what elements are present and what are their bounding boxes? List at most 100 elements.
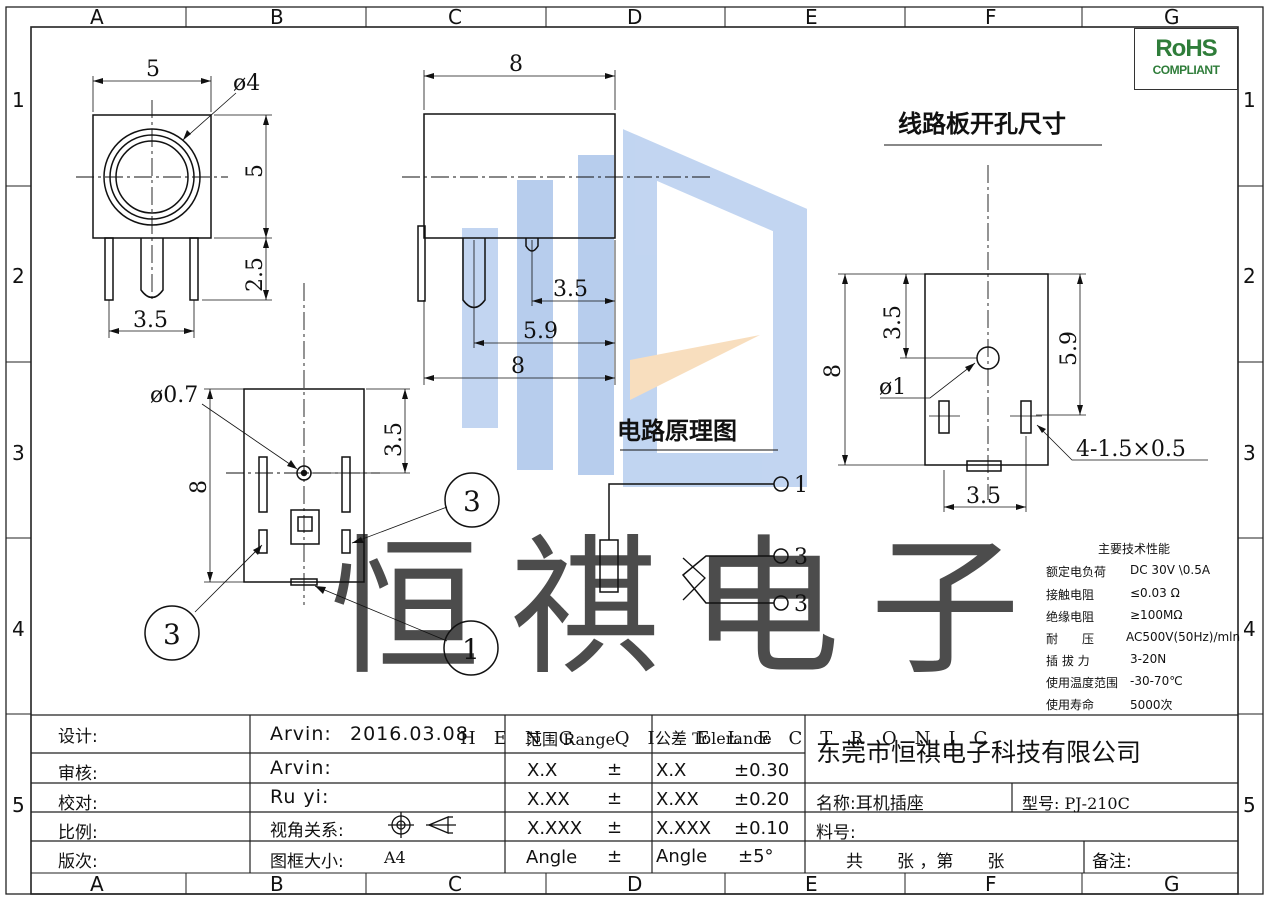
model-number: 型号: PJ-210C — [1022, 794, 1130, 813]
svg-text:G: G — [1164, 872, 1180, 896]
dim-pcb-hole: ø1 — [879, 375, 906, 400]
company-name: 东莞市恒祺电子科技有限公司 — [816, 738, 1142, 767]
check-name: Ru yi: — [270, 786, 330, 808]
dim-pcb-b: 5.9 — [1057, 331, 1082, 366]
spec-key: 耐 压 — [1046, 632, 1095, 646]
tol-value: ±0.20 — [734, 789, 790, 810]
label-design: 设计: — [58, 727, 98, 747]
dim-side-c: 8 — [511, 354, 525, 379]
svg-text:1: 1 — [12, 88, 25, 112]
range-cell: X.XX — [527, 789, 570, 810]
remark-label: 备注: — [1092, 852, 1132, 872]
tol-value: ±5° — [738, 846, 774, 867]
part-name: 名称:耳机插座 — [816, 794, 924, 814]
circuit-pin-1: 1 — [794, 473, 808, 498]
svg-text:F: F — [985, 5, 997, 29]
dim-bottom-h: 8 — [187, 480, 212, 494]
tol-cell: Angle — [656, 846, 708, 867]
range-cell: X.X — [527, 760, 558, 781]
range-sign: ± — [607, 788, 623, 809]
watermark-logo — [462, 129, 807, 487]
tol-cell: X.X — [656, 760, 687, 781]
dim-pin-pitch: 3.5 — [133, 308, 168, 333]
spec-key: 使用温度范围 — [1046, 676, 1119, 690]
rohs-subtitle: COMPLIANT — [1152, 63, 1220, 77]
spec-value: 5000次 — [1130, 698, 1173, 712]
svg-text:5: 5 — [12, 793, 25, 817]
design-date: 2016.03.08 — [350, 723, 469, 745]
spec-value: -30-70℃ — [1130, 674, 1183, 688]
sheet-count: 共 张 ，第 张 — [846, 852, 1005, 872]
svg-text:B: B — [270, 872, 284, 896]
svg-text:F: F — [985, 872, 997, 896]
dim-side-b: 5.9 — [523, 319, 558, 344]
tol-cell: X.XXX — [656, 818, 712, 839]
balloon-bottom: 1 — [462, 633, 480, 666]
range-cell: X.XXX — [527, 818, 583, 839]
tolerance-header: 公差 Tolerance — [655, 729, 772, 748]
spec-key: 绝缘电阻 — [1046, 610, 1095, 624]
material-number: 料号: — [816, 823, 856, 843]
tol-cell: X.XX — [656, 789, 699, 810]
label-version: 版次: — [58, 852, 98, 872]
svg-text:D: D — [627, 5, 642, 29]
design-name: Arvin: — [270, 723, 332, 745]
side-view — [402, 70, 710, 385]
pcb-title: 线路板开孔尺寸 — [898, 110, 1066, 138]
frame-size-value: A4 — [384, 848, 406, 867]
frame-size-label: 图框大小: — [270, 852, 344, 872]
svg-text:B: B — [270, 5, 284, 29]
rohs-title: RoHS — [1155, 35, 1217, 62]
dim-side-a: 3.5 — [553, 277, 588, 302]
svg-text:3: 3 — [12, 441, 25, 465]
balloon-left: 3 — [163, 618, 181, 651]
svg-text:5: 5 — [1243, 793, 1256, 817]
rohs-badge: RoHS COMPLIANT — [1134, 28, 1238, 90]
circuit-pin-3b: 3 — [794, 592, 808, 617]
view-symbol — [388, 812, 456, 838]
svg-text:G: G — [1164, 5, 1180, 29]
svg-text:E: E — [805, 5, 818, 29]
svg-text:4: 4 — [12, 617, 25, 641]
dim-pcb-pitch: 3.5 — [966, 484, 1001, 509]
dim-side-width: 8 — [509, 52, 523, 77]
tol-value: ±0.10 — [734, 818, 790, 839]
circuit-diagram — [599, 476, 789, 611]
watermark-sub: HENG QI ELECTRONIC — [460, 728, 1005, 749]
bottom-view — [144, 283, 500, 676]
title-block-grid — [31, 714, 1238, 873]
spec-value: 3-20N — [1130, 652, 1167, 666]
range-cell: Angle — [526, 847, 578, 868]
front-view — [76, 76, 272, 338]
svg-text:A: A — [90, 872, 104, 896]
spec-value: AC500V(50Hz)/mln — [1126, 630, 1241, 644]
side-view-pins — [462, 238, 539, 309]
label-scale: 比例: — [58, 823, 98, 843]
review-name: Arvin: — [270, 757, 332, 779]
svg-text:3: 3 — [1243, 441, 1256, 465]
dim-front-height: 5 — [243, 164, 268, 178]
dim-front-dia: ø4 — [233, 71, 260, 96]
svg-text:A: A — [90, 5, 104, 29]
spec-key: 接触电阻 — [1046, 588, 1095, 602]
svg-text:2: 2 — [1243, 264, 1256, 288]
circuit-title: 电路原理图 — [617, 417, 737, 445]
range-sign: ± — [607, 759, 623, 780]
svg-text:C: C — [448, 5, 462, 29]
view-relation-label: 视角关系: — [270, 821, 344, 841]
dim-pin-len: 2.5 — [243, 257, 268, 292]
spec-key: 使用寿命 — [1046, 698, 1095, 712]
spec-value: ≥100MΩ — [1130, 608, 1183, 622]
spec-value: DC 30V \0.5A — [1130, 563, 1211, 577]
svg-text:1: 1 — [1243, 88, 1256, 112]
svg-text:C: C — [448, 872, 462, 896]
dim-pcb-h: 8 — [821, 364, 846, 378]
svg-text:2: 2 — [12, 264, 25, 288]
dim-front-width: 5 — [146, 57, 160, 82]
svg-text:E: E — [805, 872, 818, 896]
tol-value: ±0.30 — [734, 760, 790, 781]
dim-pcb-a: 3.5 — [881, 305, 906, 340]
frame-ticks — [6, 7, 1263, 894]
